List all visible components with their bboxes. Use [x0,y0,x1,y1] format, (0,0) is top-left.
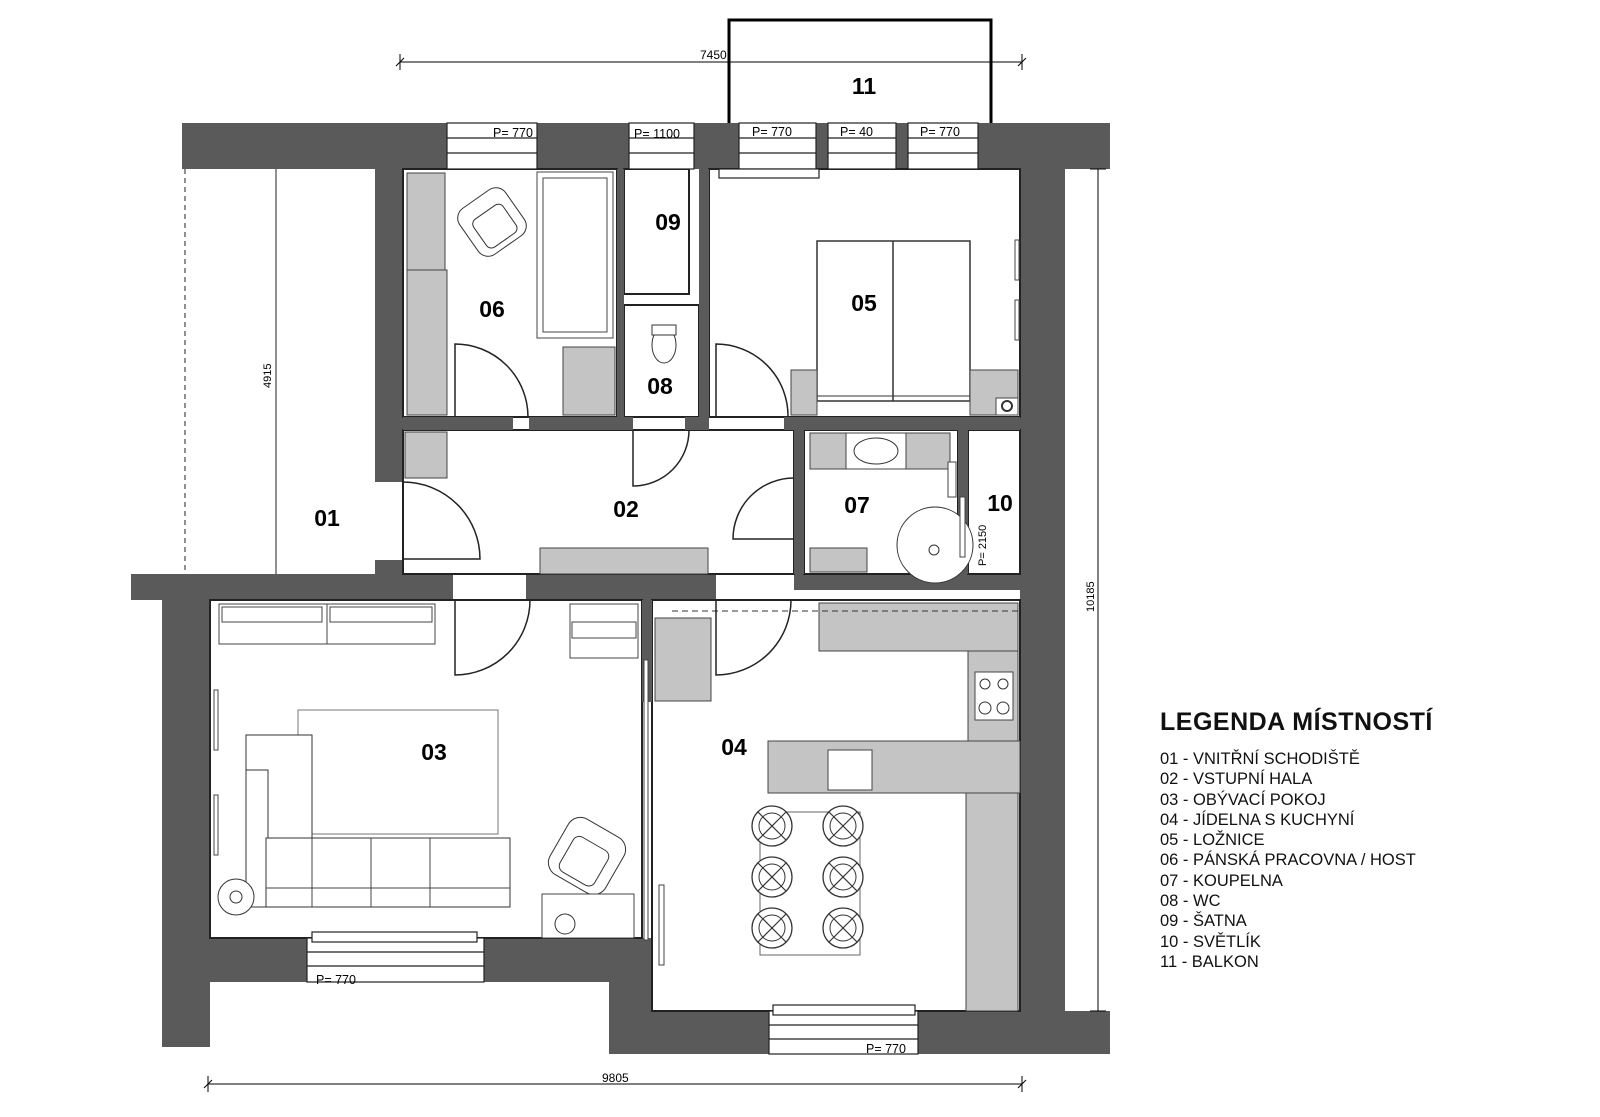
balcony [727,18,993,123]
window-label-3: P= 770 [752,125,792,139]
dimension-bottom: 9805 [602,1071,629,1085]
dimension-labels: 7450 9805 4915 10185 P= 2150 [262,48,1097,1085]
partitions [403,169,1020,702]
dining-chairs [751,805,864,949]
room-label-01: 01 [314,505,340,531]
room-label-06: 06 [479,296,505,322]
room-legend: LEGENDA MÍSTNOSTÍ 01 - VNITŘNÍ SCHODIŠTĚ… [1160,708,1580,972]
doors [402,343,795,676]
legend-item: 08 - WC [1160,892,1221,911]
legend-item: 04 - JÍDELNA S KUCHYNÍ [1160,810,1355,829]
room-label-07: 07 [844,492,870,518]
legend-item: 10 - SVĚTLÍK [1160,932,1261,951]
room-label-05: 05 [851,290,877,316]
dimension-left: 4915 [262,364,274,388]
window-label-2: P= 1100 [634,127,680,141]
legend-item: 03 - OBÝVACÍ POKOJ [1160,790,1326,809]
legend-item: 05 - LOŽNICE [1160,831,1265,850]
dimension-right: 10185 [1085,581,1097,612]
dimension-top: 7450 [700,48,727,62]
window-label-5: P= 770 [920,125,960,139]
window-label-7: P= 770 [866,1042,906,1056]
window-label-1: P= 770 [493,126,533,140]
legend-item: 01 - VNITŘNÍ SCHODIŠTĚ [1160,750,1360,768]
window-label-4: P= 40 [840,125,873,139]
legend-item: 02 - VSTUPNÍ HALA [1160,770,1313,789]
room-label-03: 03 [421,739,447,765]
window-labels: P= 770 P= 1100 P= 770 P= 40 P= 770 P= 77… [316,125,960,1056]
legend-item: 09 - ŠATNA [1160,912,1247,931]
room-label-09: 09 [655,209,681,235]
legend-title: LEGENDA MÍSTNOSTÍ [1160,708,1433,736]
room-label-11: 11 [852,73,877,99]
room-label-02: 02 [613,496,639,522]
room-label-04: 04 [721,734,747,760]
legend-item: 11 - BALKON [1160,952,1259,971]
room-labels: 01 02 03 04 05 06 07 08 09 10 11 [314,73,1013,765]
room-label-08: 08 [647,373,673,399]
window-label-6: P= 770 [316,973,356,987]
furniture [213,171,1021,1012]
room-label-10: 10 [987,490,1013,516]
walls [131,123,1110,1054]
windows [306,122,979,1055]
legend-item: 07 - KOUPELNA [1160,871,1283,890]
dimension-lines [203,54,1106,1092]
legend-item: 06 - PÁNSKÁ PRACOVNA / HOST [1160,851,1416,870]
skylight-dimension: P= 2150 [977,525,989,566]
stairwell [184,169,277,574]
